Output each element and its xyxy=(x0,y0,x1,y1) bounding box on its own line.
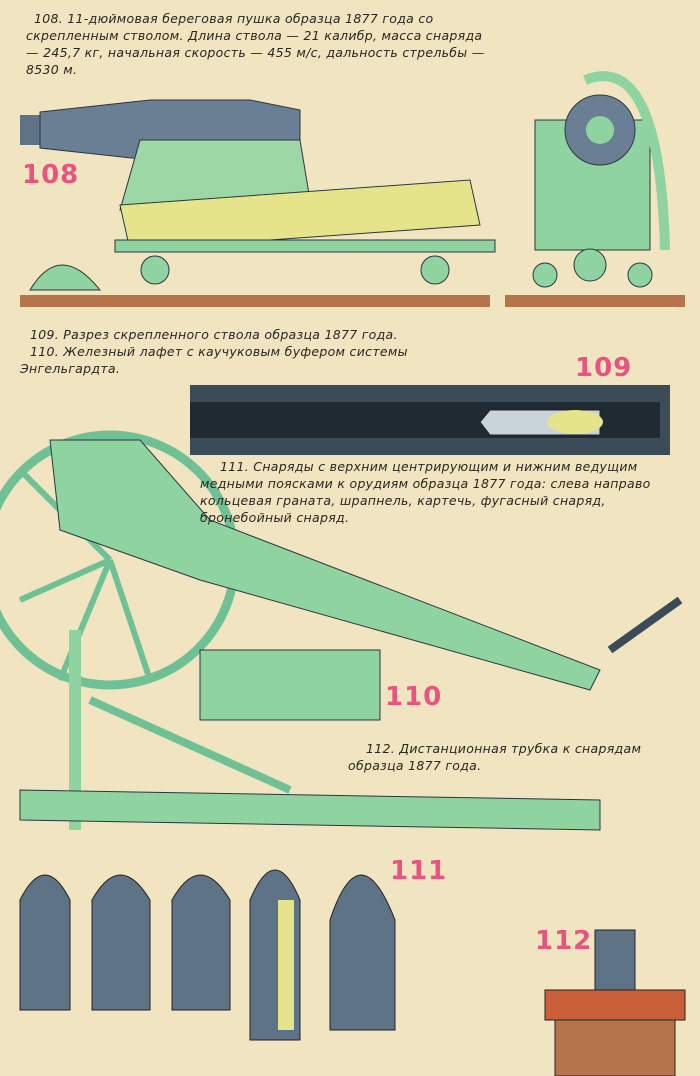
figure-label-108: 108 xyxy=(22,160,80,190)
barrel-section-illustration xyxy=(190,385,670,455)
iron-carriage-illustration xyxy=(0,430,683,831)
figure-label-112: 112 xyxy=(535,926,593,956)
figure-label-111: 111 xyxy=(390,856,448,886)
caption-108: 108. 11-дюймовая береговая пушка образца… xyxy=(26,11,485,77)
caption-110: 110. Железный лафет с каучуковым буфером… xyxy=(20,344,408,376)
coastal-gun-illustration xyxy=(20,71,685,307)
caption-112: 112. Дистанционная трубка к снарядам обр… xyxy=(348,741,642,773)
fuse-illustration xyxy=(544,929,686,1076)
caption-109: 109. Разрез скрепленного ствола образца … xyxy=(30,327,398,342)
figure-label-109: 109 xyxy=(575,353,633,383)
shells-illustration xyxy=(19,869,396,1041)
figure-label-110: 110 xyxy=(385,682,443,712)
caption-111: 111. Снаряды с верхним центрирующим и ни… xyxy=(200,459,651,525)
